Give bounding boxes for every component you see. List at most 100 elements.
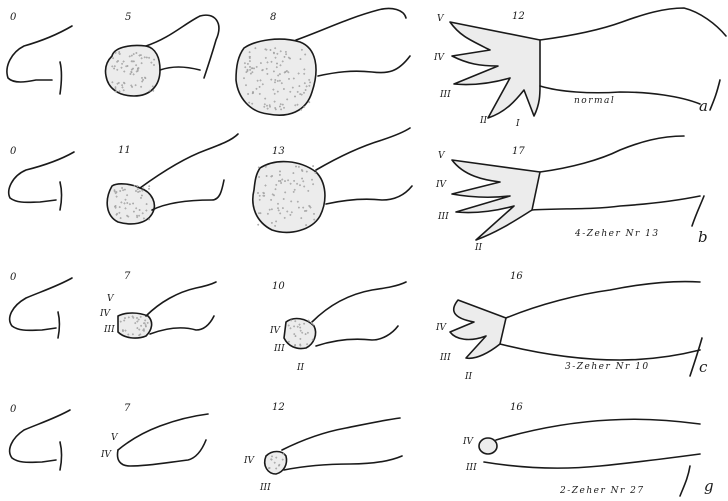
- stipple-dot: [247, 69, 248, 70]
- limb-outline: [540, 86, 700, 104]
- limb-outline: [118, 414, 208, 450]
- stage-label: 7: [124, 403, 131, 414]
- stipple-dot: [141, 63, 142, 64]
- stipple-dot: [141, 77, 142, 78]
- stipple-dot: [120, 190, 121, 191]
- digit-label: V: [437, 14, 445, 24]
- stipple-dot: [273, 71, 274, 72]
- limb-outline: [540, 136, 684, 172]
- stipple-dot: [306, 171, 307, 172]
- limb-outline: [282, 418, 400, 450]
- stipple-dot: [271, 222, 272, 223]
- stipple-dot: [246, 71, 247, 72]
- stipple-dot: [258, 167, 259, 168]
- stipple-dot: [252, 103, 253, 104]
- stipple-dot: [284, 217, 285, 218]
- stipple-dot: [247, 63, 248, 64]
- stipple-dot: [287, 99, 288, 100]
- stipple-dot: [149, 90, 150, 91]
- stipple-dot: [271, 456, 272, 457]
- stage-label: 0: [10, 404, 17, 415]
- limb-outline: [296, 8, 406, 40]
- stipple-dot: [310, 207, 311, 208]
- stipple-dot: [256, 88, 257, 89]
- stipple-dot: [121, 63, 122, 64]
- stipple-dot: [283, 88, 284, 89]
- stipple-dot: [260, 62, 261, 63]
- stipple-dot: [151, 62, 152, 63]
- stipple-dot: [148, 188, 149, 189]
- digit-label: IV: [243, 456, 256, 466]
- stipple-dot: [267, 108, 268, 109]
- stipple-dot: [253, 68, 254, 69]
- stipple-dot: [121, 202, 122, 203]
- stipple-dot: [140, 334, 141, 335]
- stipple-dot: [293, 180, 294, 181]
- limb-outline: [160, 67, 200, 70]
- stipple-dot: [258, 176, 259, 177]
- stipple-dot: [135, 85, 136, 86]
- stipple-dot: [137, 217, 138, 218]
- stipple-dot: [279, 174, 280, 175]
- stipple-dot: [153, 59, 154, 60]
- stipple-dot: [273, 53, 274, 54]
- limb-outline: [284, 456, 402, 470]
- stipple-dot: [131, 55, 132, 56]
- stipple-dot: [133, 317, 134, 318]
- stipple-dot: [142, 213, 143, 214]
- stipple-dot: [299, 324, 300, 325]
- four-toe-foot-web: [452, 160, 540, 240]
- limb-outline: [316, 326, 398, 346]
- stipple-dot: [276, 457, 277, 458]
- stage-label: 7: [124, 271, 131, 282]
- stipple-dot: [290, 214, 291, 215]
- stipple-dot: [301, 109, 302, 110]
- digit-label: V: [438, 151, 446, 161]
- stipple-dot: [266, 105, 267, 106]
- digit-label: IV: [100, 450, 113, 460]
- stipple-dot: [271, 79, 272, 80]
- limb-outline: [500, 344, 700, 360]
- stipple-dot: [117, 69, 118, 70]
- stipple-dot: [300, 93, 301, 94]
- stipple-dot: [266, 68, 267, 69]
- stipple-dot: [121, 67, 122, 68]
- stage-label: 17: [512, 146, 525, 157]
- stipple-dot: [285, 51, 286, 52]
- stipple-dot: [142, 79, 143, 80]
- stipple-dot: [288, 325, 289, 326]
- stipple-dot: [260, 213, 261, 214]
- stipple-dot: [282, 459, 283, 460]
- stipple-dot: [127, 202, 128, 203]
- stipple-dot: [126, 66, 127, 67]
- stipple-dot: [258, 213, 259, 214]
- stipple-dot: [137, 185, 138, 186]
- stage-label: 12: [272, 402, 285, 413]
- stipple-dot: [137, 70, 138, 71]
- row-letter: c: [699, 358, 708, 376]
- stipple-dot: [309, 82, 310, 83]
- limb-outline: [118, 440, 207, 466]
- stipple-dot: [122, 87, 123, 88]
- stipple-dot: [270, 199, 271, 200]
- stipple-dot: [275, 48, 276, 49]
- stipple-dot: [306, 210, 307, 211]
- stipple-dot: [282, 61, 283, 62]
- stipple-dot: [277, 203, 278, 204]
- stipple-dot: [312, 339, 313, 340]
- stipple-dot: [305, 224, 306, 225]
- knee-line: [680, 466, 690, 496]
- digit-label: III: [439, 90, 451, 100]
- digit-label: III: [259, 483, 271, 493]
- stipple-dot: [309, 205, 310, 206]
- stipple-dot: [125, 208, 126, 209]
- stipple-dot: [301, 49, 302, 50]
- stipple-dot: [298, 73, 299, 74]
- knee-line: [710, 80, 720, 110]
- limb-outline: [316, 128, 410, 170]
- stipple-dot: [312, 184, 313, 185]
- stipple-dot: [258, 224, 259, 225]
- stipple-dot: [146, 57, 147, 58]
- stipple-dot: [274, 101, 275, 102]
